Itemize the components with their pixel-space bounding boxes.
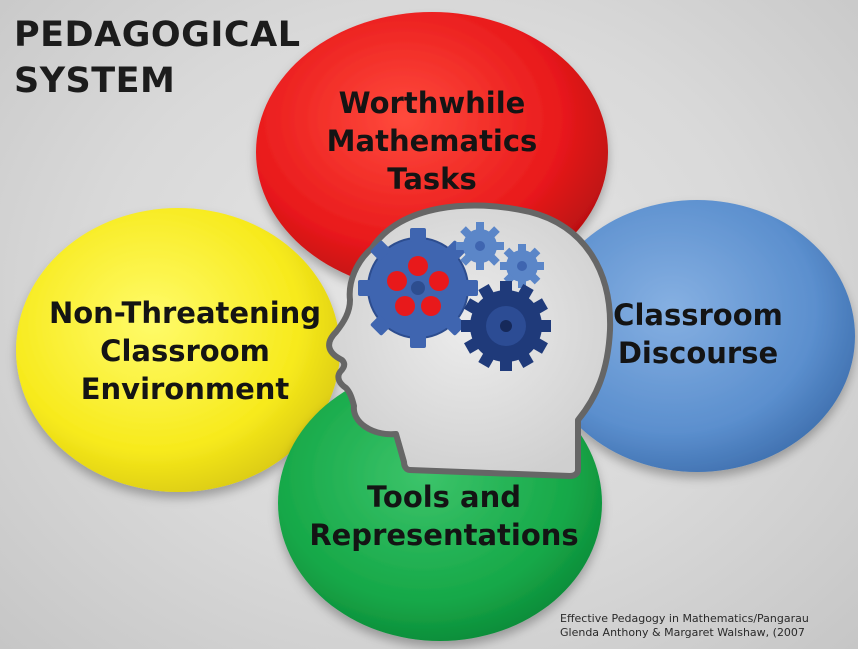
petal-bottom-label: Tools and Representations xyxy=(286,478,602,554)
petal-left-label-line-3: Environment xyxy=(80,372,290,406)
petal-right-label-line-1: Classroom xyxy=(613,298,783,332)
petal-top-label: Worthwhile Mathematics Tasks xyxy=(312,84,552,198)
petal-left-label: Non-Threatening Classroom Environment xyxy=(20,294,350,408)
title-line-2: SYSTEM xyxy=(14,61,176,101)
petal-top-label-line-3: Tasks xyxy=(387,162,477,196)
petal-bottom-label-line-2: Representations xyxy=(309,518,579,552)
petal-top-label-line-1: Worthwhile xyxy=(338,86,526,120)
gear-dark-icon xyxy=(461,281,551,371)
citation: Effective Pedagogy in Mathematics/Pangar… xyxy=(560,612,858,640)
title-line-1: PEDAGOGICAL xyxy=(14,15,301,55)
petal-top-label-line-2: Mathematics xyxy=(326,124,538,158)
petal-right-label: Classroom Discourse xyxy=(598,296,798,372)
gear-small-icon xyxy=(456,222,504,270)
citation-line-2: Glenda Anthony & Margaret Walshaw, (2007 xyxy=(560,626,805,639)
page-title: PEDAGOGICAL SYSTEM xyxy=(14,12,301,104)
petal-bottom-label-line-1: Tools and xyxy=(366,480,522,514)
citation-line-1: Effective Pedagogy in Mathematics/Pangar… xyxy=(560,612,809,625)
gear-large-icon xyxy=(358,228,478,348)
petal-right-label-line-2: Discourse xyxy=(617,336,779,370)
head-with-gears-icon xyxy=(326,202,614,479)
petal-right-discourse xyxy=(539,200,855,472)
petal-left-label-line-1: Non-Threatening xyxy=(48,296,322,330)
petal-left-label-line-2: Classroom xyxy=(100,334,270,368)
petal-left-environment xyxy=(16,208,340,492)
